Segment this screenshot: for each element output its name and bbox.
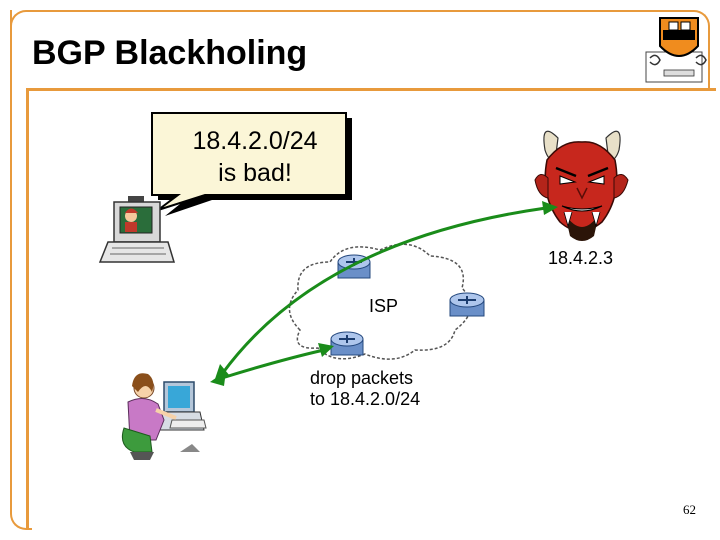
title-rule bbox=[26, 88, 716, 91]
operator-computer-icon bbox=[98, 196, 176, 263]
side-rule bbox=[26, 88, 29, 528]
speech-bubble-line-2: is bad! bbox=[218, 159, 292, 187]
princeton-shield-icon bbox=[645, 17, 707, 83]
router-note-line-2: to 18.4.2.0/24 bbox=[310, 389, 421, 409]
speech-bubble bbox=[151, 112, 352, 216]
page-number: 62 bbox=[683, 502, 696, 517]
router-note-line-1: drop packets bbox=[310, 368, 414, 388]
slide-frame-side bbox=[10, 10, 32, 530]
router-note: drop packets to 18.4.2.0/24 bbox=[310, 368, 420, 410]
devil-icon bbox=[534, 130, 629, 241]
router-icon bbox=[330, 331, 364, 356]
slide-title: BGP Blackholing bbox=[32, 34, 308, 72]
isp-cloud-label: ISP bbox=[369, 296, 399, 316]
arrow-user-attacker bbox=[214, 201, 558, 382]
router-icon bbox=[337, 254, 371, 279]
isp-cloud bbox=[288, 243, 472, 360]
speech-bubble-line-1: 18.4.2.0/24 bbox=[192, 127, 318, 155]
router-icon bbox=[449, 292, 485, 317]
speech-bubble-text: 18.4.2.0/24 is bad! bbox=[165, 125, 345, 189]
user-computer-icon bbox=[121, 373, 207, 460]
attacker-address-label: 18.4.2.3 bbox=[548, 248, 614, 268]
